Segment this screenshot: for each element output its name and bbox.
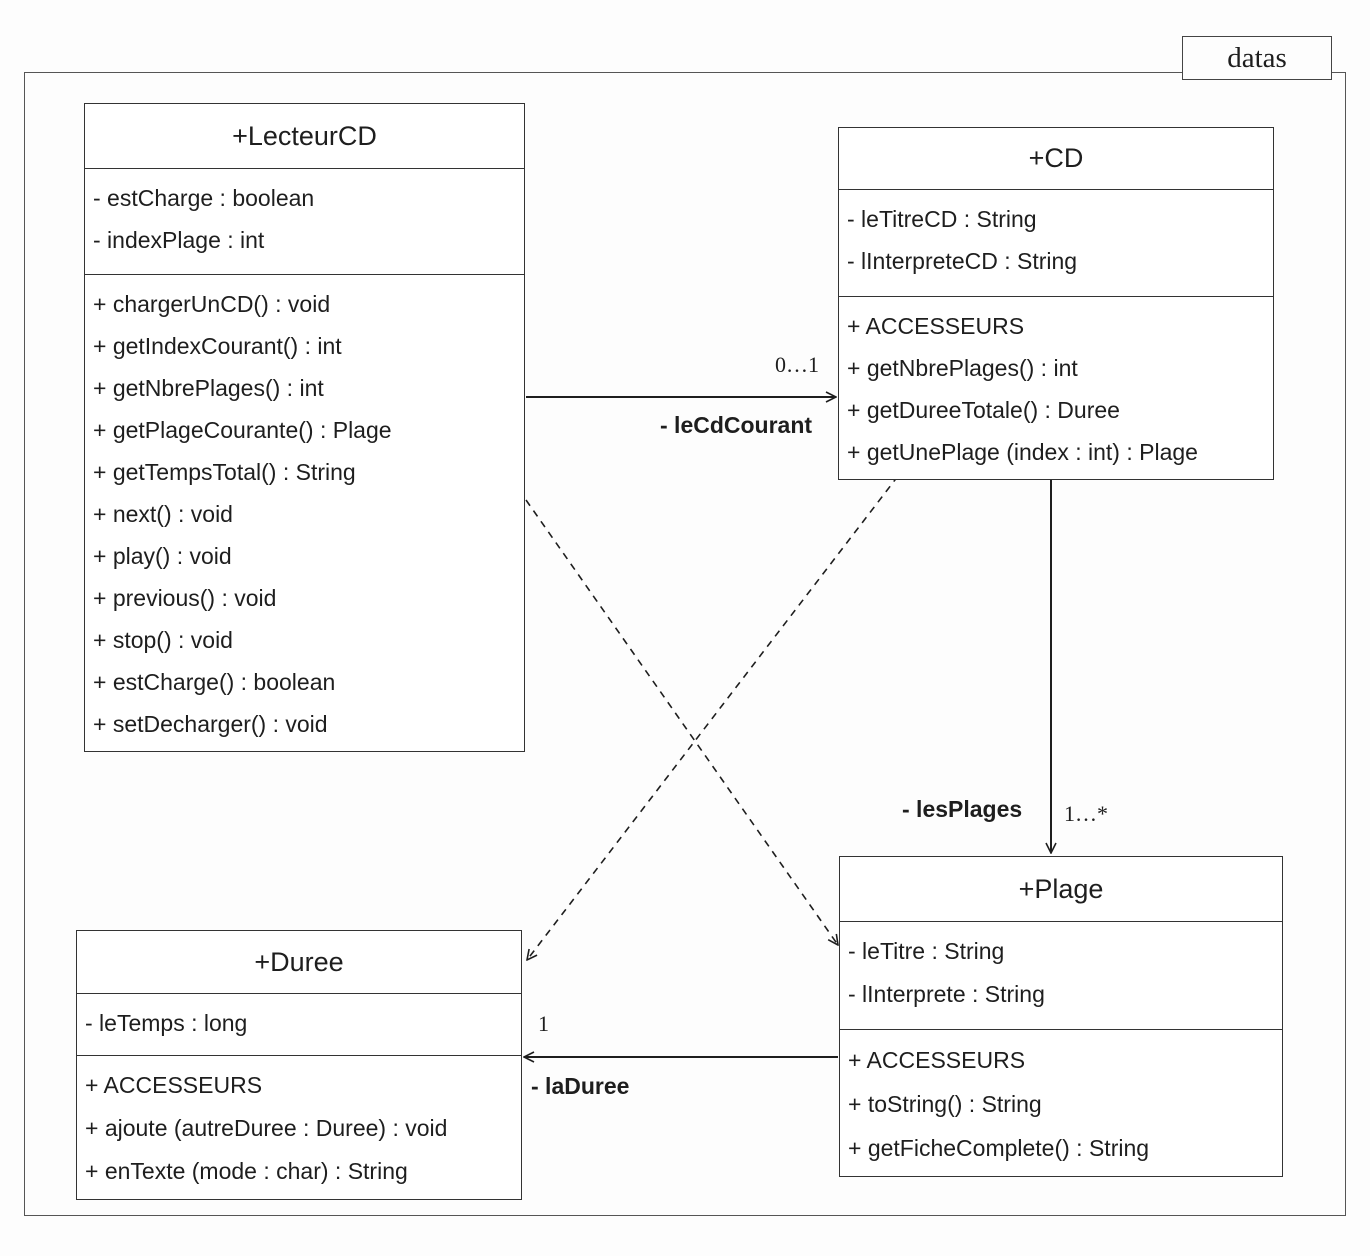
attribute: - estCharge : boolean xyxy=(93,185,315,211)
class-lecteurcd: +LecteurCD - estCharge : boolean - index… xyxy=(84,103,525,752)
multiplicity-duree: 1 xyxy=(538,1011,549,1036)
package-frame xyxy=(24,72,1346,1216)
operation: + getUnePlage (index : int) : Plage xyxy=(847,439,1198,465)
multiplicity-cdcourant: 0…1 xyxy=(775,352,819,377)
attributes-section: - leTemps : long xyxy=(77,994,521,1056)
package-name-tab: datas xyxy=(1182,36,1332,80)
operations-section: + ACCESSEURS + toString() : String + get… xyxy=(840,1030,1282,1176)
class-name: +LecteurCD xyxy=(85,104,524,169)
class-cd: +CD - leTitreCD : String - lInterpreteCD… xyxy=(838,127,1274,480)
attributes-section: - estCharge : boolean - indexPlage : int xyxy=(85,169,524,275)
class-name: +CD xyxy=(839,128,1273,190)
operation: + ajoute (autreDuree : Duree) : void xyxy=(85,1115,448,1141)
role-plages: - lesPlages xyxy=(902,796,1023,822)
operation: + stop() : void xyxy=(93,627,233,653)
operation: + getDureeTotale() : Duree xyxy=(847,397,1120,423)
dependency-line-lecteur-plage xyxy=(525,499,838,945)
operation: + getPlageCourante() : Plage xyxy=(93,417,392,443)
operation: + getNbrePlages() : int xyxy=(847,355,1078,381)
attribute: - lInterprete : String xyxy=(848,981,1045,1007)
class-name: +Duree xyxy=(77,931,521,994)
attribute: - indexPlage : int xyxy=(93,227,265,253)
operation: + ACCESSEURS xyxy=(847,313,1025,339)
operation: + ACCESSEURS xyxy=(85,1072,263,1098)
class-name: +Plage xyxy=(840,857,1282,922)
class-duree: +Duree - leTemps : long + ACCESSEURS + a… xyxy=(76,930,522,1200)
attributes-section: - leTitre : String - lInterprete : Strin… xyxy=(840,922,1282,1030)
operations-section: + ACCESSEURS + getNbrePlages() : int + g… xyxy=(839,297,1273,479)
operation: + chargerUnCD() : void xyxy=(93,291,331,317)
role-duree: - laDuree xyxy=(531,1073,630,1099)
attribute: - leTitreCD : String xyxy=(847,206,1037,232)
operation: + getIndexCourant() : int xyxy=(93,333,342,359)
operation: + estCharge() : boolean xyxy=(93,669,336,695)
operation: + next() : void xyxy=(93,501,233,527)
operation: + previous() : void xyxy=(93,585,277,611)
attribute: - leTitre : String xyxy=(848,938,1005,964)
operation: + enTexte (mode : char) : String xyxy=(85,1158,408,1184)
attribute: - lInterpreteCD : String xyxy=(847,248,1078,274)
operation: + setDecharger() : void xyxy=(93,711,328,737)
operations-section: + chargerUnCD() : void + getIndexCourant… xyxy=(85,275,524,751)
operation: + play() : void xyxy=(93,543,232,569)
operation: + toString() : String xyxy=(848,1091,1042,1117)
role-cdcourant: - leCdCourant xyxy=(660,412,813,438)
operation: + getFicheComplete() : String xyxy=(848,1135,1150,1161)
operations-section: + ACCESSEURS + ajoute (autreDuree : Dure… xyxy=(77,1056,521,1199)
attribute: - leTemps : long xyxy=(85,1010,248,1036)
operation: + getTempsTotal() : String xyxy=(93,459,356,485)
attributes-section: - leTitreCD : String - lInterpreteCD : S… xyxy=(839,190,1273,297)
class-plage: +Plage - leTitre : String - lInterprete … xyxy=(839,856,1283,1177)
operation: + ACCESSEURS xyxy=(848,1047,1026,1073)
operation: + getNbrePlages() : int xyxy=(93,375,324,401)
dependency-line-cd-duree xyxy=(527,475,899,960)
multiplicity-plages: 1…* xyxy=(1064,801,1108,826)
